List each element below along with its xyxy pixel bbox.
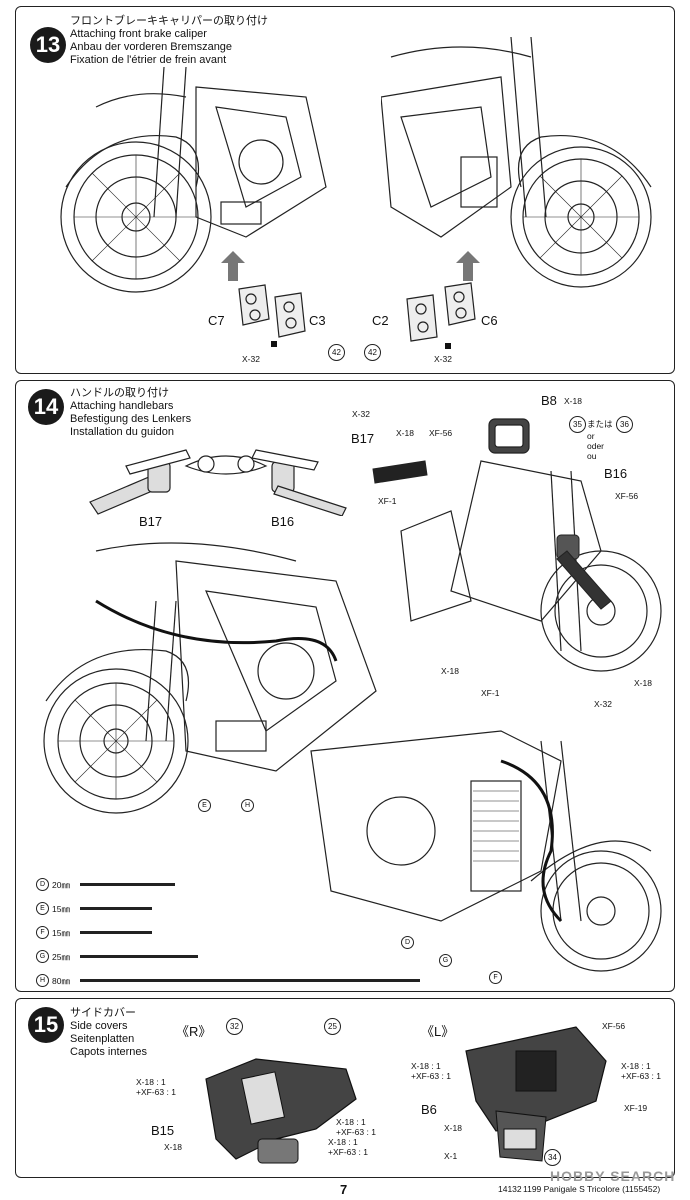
callout-tube-d: D [401,936,417,949]
detail-b8-label: B8 [541,393,557,408]
step-14-title-jp: ハンドルの取り付け [70,387,169,399]
front-wheel-left-illustration [60,67,327,293]
handlebar-detail-illustration [372,418,662,672]
decal-36: 36 [616,416,633,433]
install-arrow-left [221,251,245,281]
watermark-text: HOBBY SEARCH [550,1168,676,1184]
or-text-jp: または [587,419,613,429]
step-14-panel: 14 ハンドルの取り付け Attaching handlebars Befest… [15,380,675,992]
callout-tube-f: F [489,971,505,984]
detail-b16-paint-label: XF-56 [615,491,639,501]
part-c6-label: C6 [481,313,498,328]
step-13-panel: 13 フロントブレーキキャリパーの取り付け Attaching front br… [15,6,675,374]
part-c7-label: C7 [208,313,225,328]
callout-tube-g: G [439,954,455,967]
detail-b16-label: B16 [604,466,628,481]
step-13-title-en: Attaching front brake caliper [70,28,207,40]
caliper-left-parts [238,284,306,347]
detail-x32-bottom-label: X-32 [594,699,612,709]
step-15-titles: サイドカバー Side covers Seitenplatten Capots … [70,1007,147,1059]
step-13-number: 13 [30,27,66,63]
or-text-de: oder [587,441,605,451]
left-x18-label: X-18 [444,1123,462,1133]
left-cover-label: 《L》 [421,1024,455,1039]
detail-xf1-bottom-label: XF-1 [481,688,500,698]
part-c3-label: C3 [309,313,326,328]
front-wheel-right-illustration [381,37,652,288]
decal-25: 25 [324,1018,341,1035]
detail-b8-paint-label: X-18 [564,396,582,406]
left-mix-1: X-18 : 1+XF-63 : 1 [411,1061,451,1081]
decal-35: 35 [569,416,586,433]
step-14-title-fr: Installation du guidon [70,426,174,438]
handlebar-assembly-illustration [89,449,347,516]
motorcycle-front-left-illustration [43,542,377,814]
handlebar-b16-label: B16 [271,514,295,529]
right-mix-1: X-18 : 1+XF-63 : 1 [136,1077,176,1097]
b15-paint-label: X-18 [164,1142,182,1152]
motorcycle-right-view-illustration [310,730,662,972]
decal-32: 32 [226,1018,243,1035]
or-text-en: or [587,431,595,441]
detail-x32-label: X-32 [352,409,370,419]
install-arrow-right [456,251,480,281]
decal-42-right: 42 [364,344,381,361]
screw-x32-right: X-32 [434,354,452,364]
right-mix-3: X-18 : 1+XF-63 : 1 [328,1137,368,1157]
side-cover-right-illustration [205,1058,357,1164]
detail-x18-label: X-18 [396,428,414,438]
left-xf19-label: XF-19 [624,1103,648,1113]
detail-x18-b-label: X-18 [634,678,652,688]
right-mix-2: X-18 : 1+XF-63 : 1 [336,1117,376,1137]
page-number: 7 [340,1182,348,1197]
side-cover-left-illustration [465,1026,607,1162]
right-cover-label: 《R》 [176,1024,212,1039]
step-13-titles: フロントブレーキキャリパーの取り付け Attaching front brake… [70,15,268,67]
step-15-title-jp: サイドカバー [70,1007,136,1019]
step-14-number: 14 [28,389,64,425]
step-13-title-de: Anbau der vorderen Bremszange [70,41,233,53]
or-text-fr: ou [587,451,597,461]
part-b6-label: B6 [421,1102,437,1117]
detail-xf1-label: XF-1 [378,496,397,506]
step-14-titles: ハンドルの取り付け Attaching handlebars Befestigu… [70,387,191,439]
footer-product: 1199 Panigale S Tricolore (1155452) [523,1184,661,1194]
left-xf56-label: XF-56 [602,1021,626,1031]
step-14-title-en: Attaching handlebars [70,400,174,412]
decal-34: 34 [544,1149,561,1166]
step-15-number: 15 [28,1007,64,1043]
step-15-title-en: Side covers [70,1020,128,1032]
detail-x18-a-label: X-18 [441,666,459,676]
handlebar-b17-label: B17 [139,514,163,529]
caliper-right-parts [406,282,476,349]
part-c2-label: C2 [372,313,389,328]
step-15-title-de: Seitenplatten [70,1033,135,1045]
step-13-title-fr: Fixation de l'étrier de frein avant [70,54,227,66]
screw-x32-left: X-32 [242,354,260,364]
step-15-panel: 15 サイドカバー Side covers Seitenplatten Capo… [15,998,675,1178]
decal-42-left: 42 [328,344,345,361]
detail-xf56-label: XF-56 [429,428,453,438]
detail-b17-label: B17 [351,431,375,446]
step-15-title-fr: Capots internes [70,1046,148,1058]
left-mix-2: X-18 : 1+XF-63 : 1 [621,1061,661,1081]
left-x1-label: X-1 [444,1151,458,1161]
footer-code: 14132 [498,1184,522,1194]
step-13-title-jp: フロントブレーキキャリパーの取り付け [70,15,268,27]
step-14-title-de: Befestigung des Lenkers [70,413,192,425]
callout-tube-h: H [241,799,257,812]
part-b15-label: B15 [151,1123,175,1138]
callout-tube-e: E [198,799,214,812]
